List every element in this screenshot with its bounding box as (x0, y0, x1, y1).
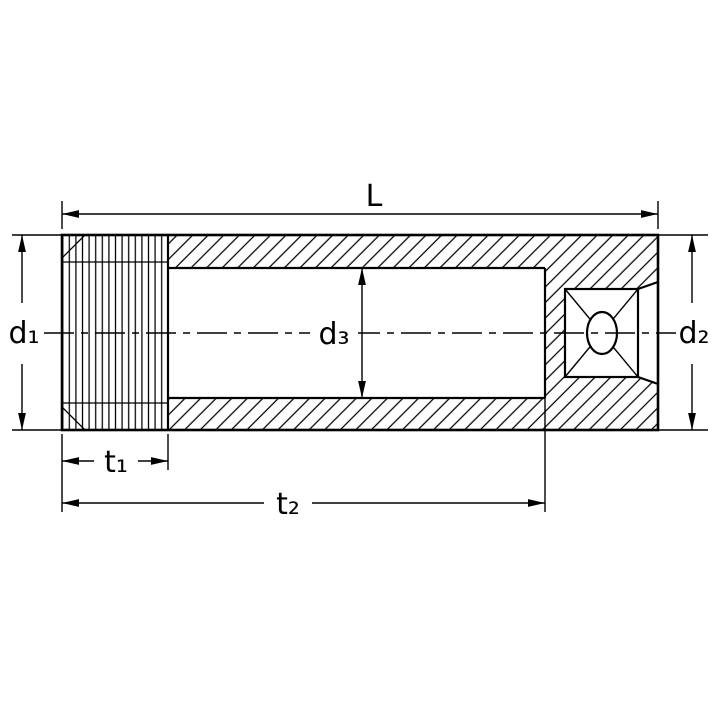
label-d2: d₂ (678, 316, 709, 351)
chamfer-edge-top (637, 280, 659, 291)
label-d1: d₁ (8, 316, 39, 351)
dimension-t2: t₂ (61, 398, 546, 522)
corner-chamfer-bottom-left (61, 406, 86, 431)
dimension-d3: d₃ (310, 268, 366, 398)
label-L: L (366, 179, 383, 214)
label-t1: t₁ (104, 445, 128, 480)
label-t2: t₂ (276, 487, 300, 522)
label-backing (310, 314, 358, 352)
dimension-d2: d₂ (658, 234, 710, 431)
chamfer-edge-bottom (637, 375, 659, 386)
dimension-d1: d₁ (8, 234, 62, 431)
dimension-L: L (61, 179, 659, 229)
label-d3: d₃ (318, 317, 349, 352)
label-backing (264, 486, 312, 520)
label-backing (94, 444, 138, 478)
corner-chamfer-top-left (61, 234, 86, 259)
dimension-t1: t₁ (62, 434, 169, 480)
